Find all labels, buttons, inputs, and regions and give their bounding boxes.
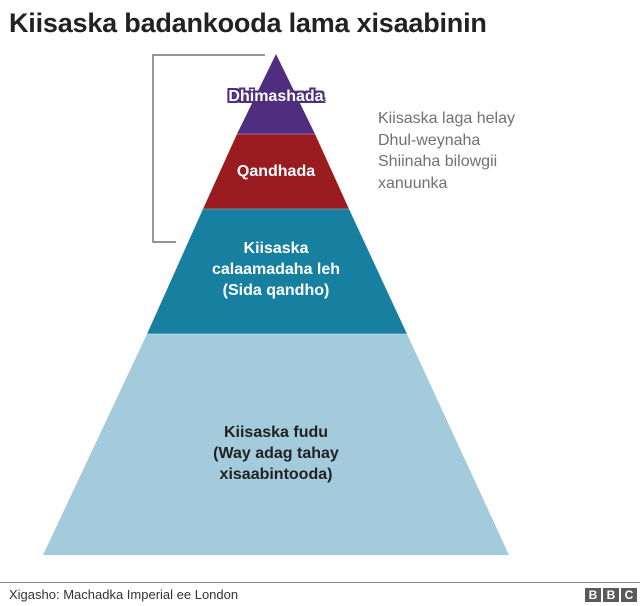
- bracket-line: [152, 54, 265, 243]
- logo-letter: C: [621, 588, 637, 602]
- tier-3-label: Kiisaska calaamadaha leh (Sida qandho): [211, 240, 341, 299]
- tier-2-label: Qandhada: [236, 163, 316, 180]
- logo-letter: B: [603, 588, 619, 602]
- chart-title: Kiisaska badankooda lama xisaabinin: [9, 8, 487, 38]
- tier-4-shape: [43, 334, 509, 555]
- bbc-logo: B B C: [585, 588, 637, 602]
- tier-4-label: Kiisaska fudu (Way adag tahay xisaabinto…: [213, 424, 339, 483]
- logo-letter: B: [585, 588, 601, 602]
- tier-3-shape: [147, 209, 407, 334]
- source-credit: Xigasho: Machadka Imperial ee London: [9, 587, 239, 602]
- footer-divider: [0, 582, 640, 583]
- tier-2-shape: [203, 134, 349, 209]
- bracket-annotation: Kiisaska laga helay Dhul-weynaha Shiinah…: [378, 110, 515, 192]
- tier-1-label: Dhimashada: [228, 88, 324, 105]
- tier-1-shape: [237, 54, 315, 134]
